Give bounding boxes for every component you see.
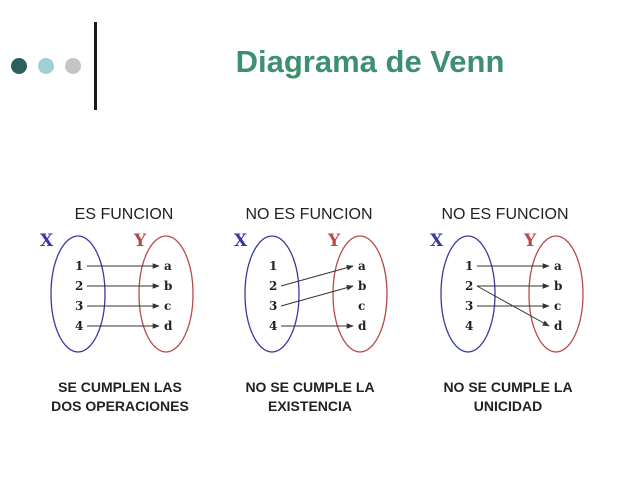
set-y-label: Y	[327, 231, 341, 251]
domain-element-4: 4	[269, 319, 277, 333]
set-x-label: X	[430, 231, 444, 251]
codomain-element-d: d	[164, 319, 173, 333]
domain-set-ellipse	[50, 235, 106, 353]
codomain-set-ellipse	[528, 235, 584, 353]
diagram-3-caption: NO SE CUMPLE LA UNICIDAD	[408, 378, 608, 416]
codomain-element-b: b	[554, 279, 562, 293]
codomain-element-d: d	[358, 319, 367, 333]
codomain-element-b: b	[164, 279, 172, 293]
domain-element-2: 2	[269, 279, 277, 293]
diagram-3-caption-line-2: UNICIDAD	[473, 398, 543, 414]
domain-set-ellipse	[244, 235, 300, 353]
domain-element-4: 4	[75, 319, 83, 333]
header-dot-teal	[38, 58, 54, 74]
mapping-arrow-2-a	[280, 264, 354, 287]
codomain-element-a: a	[358, 259, 366, 273]
header-dot-gray	[65, 58, 81, 74]
codomain-element-a: a	[554, 259, 562, 273]
set-y-label: Y	[133, 231, 147, 251]
codomain-element-c: c	[358, 299, 365, 313]
diagram-1-caption-line-1: SE CUMPLEN LAS	[58, 379, 182, 395]
codomain-element-c: c	[554, 299, 561, 313]
domain-element-2: 2	[75, 279, 83, 293]
diagram-1-caption: SE CUMPLEN LAS DOS OPERACIONES	[20, 378, 220, 416]
set-x-label: X	[234, 231, 248, 251]
diagram-2-caption-line-1: NO SE CUMPLE LA	[245, 379, 375, 395]
diagram-1-caption-line-2: DOS OPERACIONES	[51, 398, 189, 414]
page-title: Diagrama de Venn	[235, 44, 505, 79]
domain-element-1: 1	[75, 259, 83, 273]
domain-set-ellipse	[440, 235, 496, 353]
domain-element-3: 3	[465, 299, 473, 313]
codomain-element-c: c	[164, 299, 171, 313]
codomain-set-ellipse	[138, 235, 194, 353]
domain-element-3: 3	[75, 299, 83, 313]
diagram-2-label: NO ES FUNCION	[245, 206, 373, 223]
diagram-2-caption-line-2: EXISTENCIA	[267, 398, 352, 414]
header-dot-dark	[11, 58, 27, 74]
domain-element-3: 3	[269, 299, 277, 313]
domain-element-4: 4	[465, 319, 473, 333]
mapping-arrow-3-b	[280, 284, 354, 307]
codomain-element-b: b	[358, 279, 366, 293]
domain-element-1: 1	[269, 259, 277, 273]
codomain-set-ellipse	[332, 235, 388, 353]
codomain-element-d: d	[554, 319, 563, 333]
set-x-label: X	[40, 231, 54, 251]
domain-element-1: 1	[465, 259, 473, 273]
codomain-element-a: a	[164, 259, 172, 273]
diagram-2-caption: NO SE CUMPLE LA EXISTENCIA	[210, 378, 410, 416]
header-divider	[94, 22, 97, 110]
set-y-label: Y	[523, 231, 537, 251]
diagram-3-caption-line-1: NO SE CUMPLE LA	[443, 379, 573, 395]
diagram-1-label: ES FUNCION	[74, 206, 174, 223]
domain-element-2: 2	[465, 279, 473, 293]
diagram-3-label: NO ES FUNCION	[441, 206, 569, 223]
